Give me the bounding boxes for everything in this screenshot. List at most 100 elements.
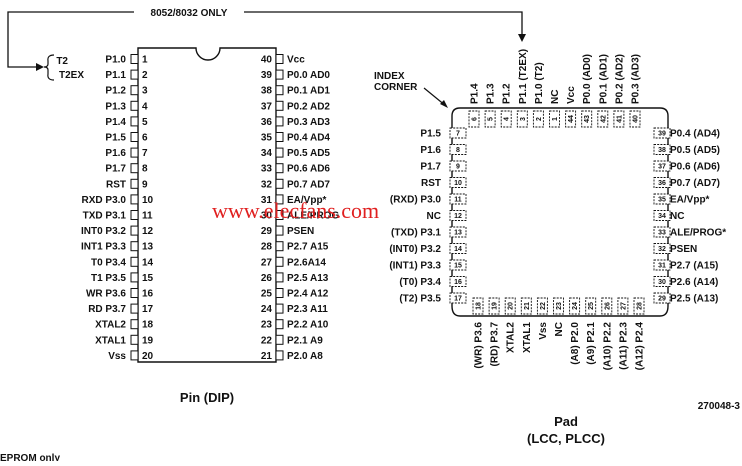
dip-pin-number: 24 [261, 304, 273, 315]
plcc-pad [553, 297, 564, 315]
plcc-pad-label: (WR) P3.6 [474, 322, 485, 369]
plcc-pad [449, 144, 467, 155]
plcc-pad-label: P0.2 (AD2) [614, 54, 625, 104]
plcc-pad-label: P0.4 (AD4) [670, 129, 720, 140]
plcc-pad [597, 110, 609, 128]
dip-pin-stub [275, 225, 284, 236]
plcc-pad [633, 297, 645, 315]
plcc-pad [585, 297, 597, 315]
plcc-pad-number: 41 [616, 115, 623, 123]
dip-pin-number: 27 [261, 257, 273, 268]
plcc-pad-number: 25 [588, 302, 595, 310]
plcc-pad [472, 297, 484, 315]
dip-pin-number: 2 [142, 70, 148, 81]
dip-pin-stub [275, 100, 284, 111]
dip-pin-stub [275, 163, 284, 174]
dip-pin-label: P1.1 [105, 70, 126, 81]
plcc-pad-label: P1.0 (T2) [534, 62, 545, 104]
plcc-pad-number: 34 [658, 213, 666, 220]
dip-pin-number: 17 [142, 304, 154, 315]
dip-pin-label: P0.5 AD5 [287, 148, 330, 159]
plcc-pad-number: 38 [658, 147, 666, 154]
dip-pin-number: 16 [142, 289, 154, 300]
dip-pin-number: 36 [261, 117, 273, 128]
plcc-pad-label: NC [550, 90, 561, 104]
dip-pin-number: 32 [261, 179, 273, 190]
plcc-pad-label: Vcc [566, 86, 577, 104]
plcc-pad [653, 193, 671, 205]
dip-pin-stub [130, 241, 139, 252]
plcc-pad-label: EA/Vpp* [670, 195, 710, 206]
plcc-pad [516, 110, 528, 128]
dip-pin-stub [275, 54, 284, 64]
plcc-pad [653, 226, 671, 238]
plcc-pad-label: (TXD) P3.1 [391, 228, 441, 239]
plcc-pad-number: 6 [472, 117, 479, 121]
plcc-pad-label: P1.4 [470, 83, 481, 104]
dip-pin-stub [275, 303, 284, 314]
plcc-pad [500, 110, 512, 128]
dip-pin-label: ALE/PROG [287, 211, 339, 222]
plcc-pad-label: P1.1 (T2EX) [518, 49, 529, 104]
dip-pin-stub [130, 319, 139, 330]
plcc-pad-number: 43 [584, 115, 591, 123]
plcc-pad-label: P0.1 (AD1) [598, 54, 609, 104]
plcc-pad-label: (INT1) P3.3 [389, 261, 441, 272]
dip-pin-label: T0 P3.4 [91, 257, 126, 268]
plcc-pad-label: P0.6 (AD6) [670, 162, 720, 173]
plcc-pad [520, 297, 532, 315]
dip-pin-stub [275, 69, 284, 80]
plcc-pad-number: 37 [658, 164, 666, 171]
plcc-pad-label: (T0) P3.4 [399, 277, 441, 288]
dip-pin-number: 38 [261, 86, 273, 97]
dip-pin-stub [130, 69, 139, 80]
plcc-pad-label: PSEN [670, 244, 697, 255]
plcc-pad [653, 210, 671, 221]
top-note: 8052/8032 ONLY [151, 8, 228, 19]
plcc-pad [449, 177, 467, 188]
dip-pin-number: 7 [142, 148, 148, 159]
dip-pin-label: P1.0 [105, 55, 126, 66]
plcc-pad-number: 15 [454, 263, 462, 270]
dip-pin-label: XTAL2 [95, 320, 126, 331]
plcc-pad-label: P0.0 (AD0) [582, 54, 593, 104]
plcc-pad [532, 110, 544, 128]
dip-pin-stub [130, 54, 139, 64]
dip-pin-number: 4 [142, 101, 148, 112]
dip-pin-label: P2.4 A12 [287, 289, 329, 300]
plcc-pad-number: 28 [637, 302, 644, 310]
dip-pin-label: Vss [108, 351, 126, 362]
plcc-pad-number: 21 [524, 302, 531, 310]
plcc-pad-label: RST [421, 178, 441, 189]
plcc-pad [449, 193, 467, 205]
dip-pin-label: P0.6 AD6 [287, 164, 330, 175]
dip-pin-stub [130, 85, 139, 96]
plcc-pad [629, 110, 641, 128]
plcc-pad-label: XTAL1 [522, 322, 533, 353]
plcc-pad-label: P0.3 (AD3) [631, 54, 642, 104]
plcc-pad-number: 44 [568, 115, 575, 123]
plcc-pad [653, 127, 671, 139]
plcc-pad-number: 10 [454, 180, 462, 187]
plcc-pad [449, 292, 467, 304]
plcc-pad [581, 110, 593, 128]
dip-pin-label: P0.4 AD4 [287, 133, 330, 144]
dip-pin-label: EA/Vpp* [287, 195, 327, 206]
plcc-pad-label: (A8) P2.0 [570, 322, 581, 365]
dip-pin-number: 5 [142, 117, 148, 128]
plcc-pad [504, 297, 516, 315]
plcc-pad-number: 26 [604, 302, 611, 310]
plcc-pad [569, 297, 581, 315]
plcc-pad [617, 297, 629, 315]
plcc-pad-label: P2.6 (A14) [670, 277, 718, 288]
dip-pin-stub [275, 319, 284, 330]
plcc-pad-label: P1.2 [502, 83, 513, 104]
dip-caption: Pin (DIP) [180, 390, 234, 405]
dip-pin-stub [130, 350, 139, 361]
